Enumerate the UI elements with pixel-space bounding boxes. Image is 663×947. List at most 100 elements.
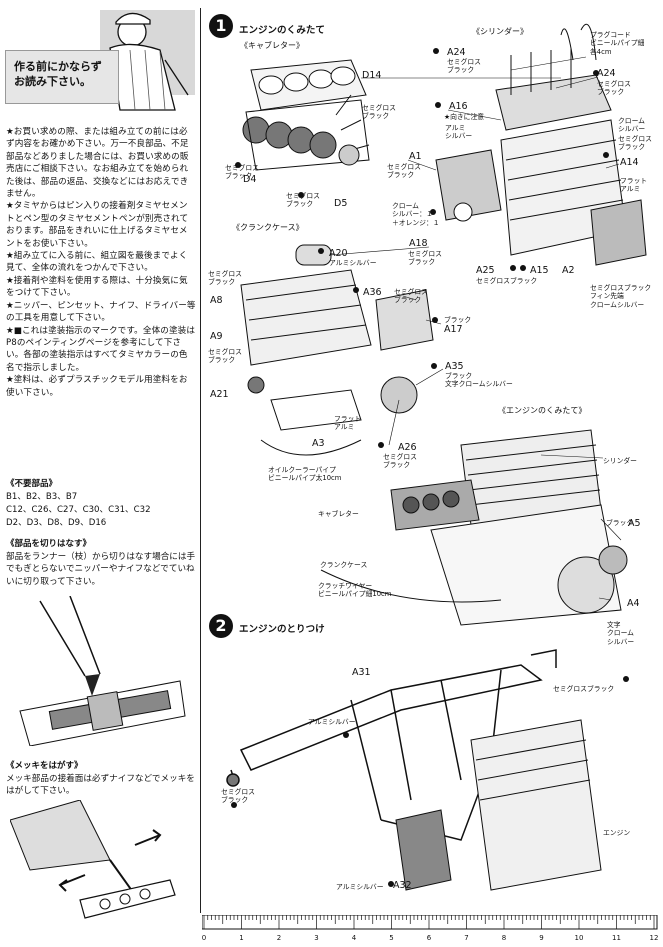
- ruler-number: 9: [539, 934, 543, 942]
- note-item: ★塗料は、必ずプラスチックモデル用塗料をお使い下さい。: [6, 375, 188, 398]
- part-label: D5: [334, 198, 348, 209]
- note-item: ★組み立てに入る前に、組立図を最後までよく見て、全体の流れをつかんで下さい。: [6, 251, 188, 274]
- knife-illustration: [10, 800, 176, 919]
- color-note: 文字 クローム シルバー: [607, 621, 635, 646]
- color-note: クラッチワイヤー ビニールパイプ細10cm: [318, 582, 392, 599]
- color-note: セミグロス ブラック: [208, 270, 242, 287]
- part-label: A31: [352, 667, 371, 678]
- color-note: セミグロス ブラック: [394, 288, 428, 305]
- color-note: セミグロス ブラック: [208, 348, 242, 365]
- color-note: セミグロス ブラック: [221, 788, 255, 805]
- color-note: アルミシルバー: [329, 259, 377, 267]
- color-note: セミグロス ブラック: [408, 250, 442, 267]
- note-item: ★タミヤからはピン入りの接着剤タミヤセメントとペン型のタミヤセメントペンが別売さ…: [6, 201, 189, 249]
- color-note: セミグロス ブラック: [383, 453, 417, 470]
- step-1-number: 1: [209, 14, 233, 38]
- cylinder-subtitle: 《シリンダー》: [472, 27, 528, 36]
- color-note: エンジン: [603, 829, 631, 837]
- color-note: フラット アルミ: [334, 415, 362, 432]
- part-label: D14: [362, 70, 382, 81]
- color-note: ブラック: [444, 316, 472, 324]
- part-label: A18: [409, 238, 428, 249]
- unneeded-parts-line: C12、C26、C27、C30、C31、C32: [6, 505, 151, 515]
- color-note: セミグロス ブラック: [225, 164, 259, 181]
- part-label: A9: [210, 331, 223, 342]
- note-item: ★お買い求めの際、または組み立ての前には必ず内容をお確かめ下さい。万一不良部品、…: [6, 127, 189, 200]
- notes-list: ★お買い求めの際、または組み立ての前には必ず内容をお確かめ下さい。万一不良部品、…: [6, 126, 196, 399]
- ruler-number: 5: [389, 934, 393, 942]
- ruler-number: 10: [575, 934, 584, 942]
- part-label: A26: [398, 442, 417, 453]
- color-note: オイルクーラーパイプ ビニールパイプ太10cm: [268, 466, 342, 483]
- color-note: ★向きに注意: [444, 113, 485, 121]
- read-first-sign: 作る前にかならず お読み下さい。: [5, 50, 119, 104]
- note-item: ★ニッパー、ピンセット、ナイフ、ドライバー等の工具を用意して下さい。: [6, 300, 196, 324]
- part-label: A8: [210, 295, 223, 306]
- color-note: キャブレター: [318, 510, 359, 518]
- ruler-number: 7: [464, 934, 468, 942]
- ruler-number: 6: [427, 934, 432, 942]
- part-label: A24: [597, 68, 616, 79]
- color-note: プラグコード ビニールパイプ細 各4cm: [590, 31, 645, 56]
- note-item: ★接着剤や塗料を使用する際は、十分換気に気をつけて下さい。: [6, 275, 188, 299]
- ruler-number: 2: [277, 934, 281, 942]
- instructions-sidebar: 作る前にかならず お読み下さい。 ★お買い求めの際、または組み立ての前には必ず内…: [0, 0, 200, 947]
- crankcase-subtitle: 《クランクケース》: [232, 223, 304, 232]
- color-note: セミグロス ブラック: [387, 163, 421, 180]
- part-label: A15: [530, 265, 549, 276]
- color-note: ブラック 文字クロームシルバー: [445, 372, 513, 389]
- part-label: A16: [449, 101, 468, 112]
- part-label: A36: [363, 287, 382, 298]
- assembly-diagrams: [226, 23, 647, 891]
- plating-text: メッキ部品の接着面は必ずナイフなどでメッキをはがして下さい。: [6, 774, 195, 797]
- engine-assembly-diagram: [320, 429, 628, 626]
- color-note: セミグロス ブラック: [618, 135, 652, 152]
- part-label: A35: [445, 361, 464, 372]
- nipper-illustration: [19, 596, 186, 746]
- step-2-number: 2: [209, 614, 233, 638]
- color-note: クローム シルバー：１ ＋オレンジ：１: [392, 202, 440, 227]
- color-note: セミグロスブラック: [553, 685, 615, 693]
- carburetor-diagram: [242, 59, 370, 171]
- part-label: A32: [393, 880, 412, 891]
- color-note: セミグロス ブラック: [597, 80, 631, 97]
- color-note: アルミ シルバー: [445, 124, 473, 141]
- paint-markers: [231, 48, 629, 887]
- color-note: セミグロス ブラック: [362, 104, 396, 121]
- cylinder-diagram: [435, 23, 647, 266]
- part-label: A24: [447, 47, 466, 58]
- part-label: A1: [409, 151, 422, 162]
- ruler-number: 11: [612, 934, 621, 942]
- part-label: A4: [627, 598, 640, 609]
- part-label: D4: [243, 174, 257, 185]
- color-note: ブラック: [606, 519, 634, 527]
- carburetor-subtitle: 《キャブレター》: [240, 41, 304, 50]
- color-note: セミグロスブラック: [476, 277, 538, 285]
- ruler-number: 3: [314, 934, 318, 942]
- cut-parts-heading: 《部品を切りはなす》: [6, 539, 92, 549]
- ruler-number: 8: [502, 934, 506, 942]
- step-1-title: エンジンのくみたて: [239, 25, 325, 36]
- unneeded-parts-line: B1、B2、B3、B7: [6, 492, 78, 502]
- part-label: A5: [628, 518, 641, 529]
- color-note: クローム シルバー: [618, 117, 646, 134]
- column-divider: [200, 8, 201, 913]
- part-label: A25: [476, 265, 495, 276]
- engine-assembly-subtitle: 《エンジンのくみたて》: [498, 406, 587, 415]
- part-label: A20: [329, 248, 348, 259]
- frame-and-engine-diagram: [226, 649, 602, 891]
- unneeded-parts-heading: 《不要部品》: [6, 479, 58, 489]
- note-item: ★■これは塗装指示のマークです。全体の塗装はP8のペインティングページを参考にし…: [6, 325, 196, 373]
- ruler-number: 1: [239, 934, 243, 942]
- color-note: アルミシルバー: [308, 718, 356, 726]
- ruler-number: 4: [352, 934, 357, 942]
- part-label: A17: [444, 324, 463, 335]
- part-label: A14: [620, 157, 639, 168]
- ruler-number: 0: [202, 934, 206, 942]
- part-label: A3: [312, 438, 325, 449]
- unneeded-parts-line: D2、D3、D8、D9、D16: [6, 518, 107, 528]
- color-note: セミグロス ブラック: [286, 192, 320, 209]
- color-note: シリンダー: [603, 457, 637, 465]
- step-2-title: エンジンのとりつけ: [239, 624, 325, 635]
